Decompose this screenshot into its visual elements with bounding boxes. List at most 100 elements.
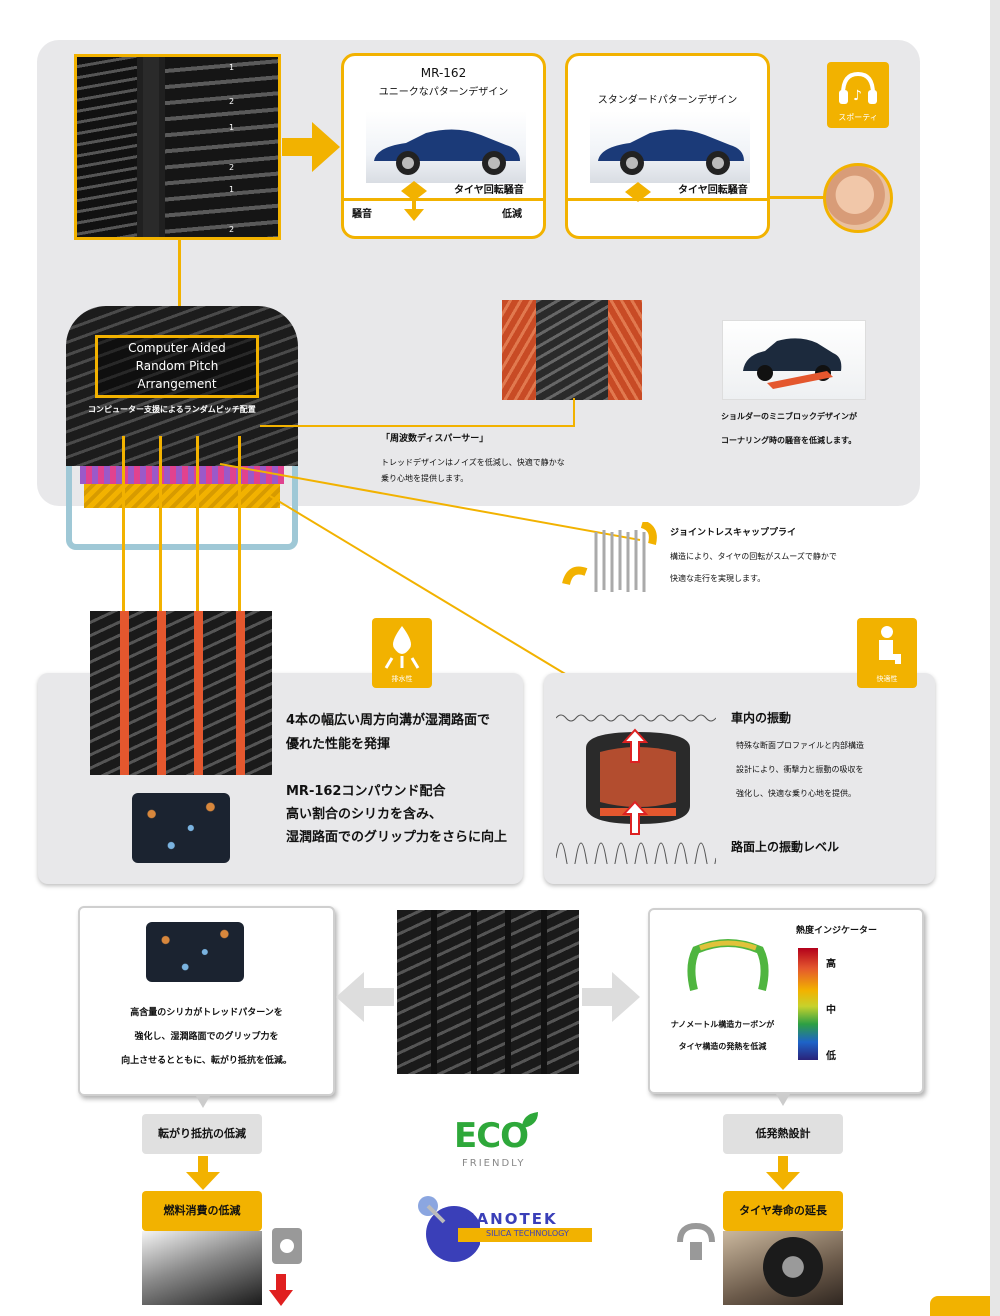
eco-logo-sub: FRIENDLY <box>462 1158 526 1169</box>
noise-label: 騒音 <box>352 209 372 220</box>
cap-ply-title: ジョイントレスキャッププライ <box>670 528 797 538</box>
tire-life-tag: タイヤ寿命の延長 <box>723 1191 843 1231</box>
heat-high-label: 高 <box>826 959 836 970</box>
connector-line <box>196 472 199 612</box>
pitch-label: 2 <box>229 225 235 234</box>
arrow-up-icon <box>622 728 648 763</box>
groove-marker <box>122 436 125 472</box>
shoulder-line2: コーナリング時の騒音を低減します。 <box>721 436 857 445</box>
tire-life-image <box>723 1231 843 1305</box>
compound-line1: 高い割合のシリカを含み、 <box>286 807 443 822</box>
random-pitch-caption: コンピューター支援によるランダムピッチ配置 <box>88 405 256 414</box>
arrow-left-icon <box>336 972 394 1022</box>
pitch-label: 1 <box>229 63 235 72</box>
car-image <box>366 111 526 183</box>
noise-arrows-icon <box>401 181 427 221</box>
silica-line3: 向上させるとともに、転がり抵抗を低減。 <box>121 1056 292 1066</box>
random-pitch-line3: Arrangement <box>137 377 217 391</box>
mr162-title: MR-162 <box>420 66 467 80</box>
groove-marker <box>196 436 199 472</box>
arrow-right-icon <box>282 122 340 172</box>
cabin-wave-icon <box>556 714 716 722</box>
disperser-line2: 乗り心地を提供します。 <box>381 474 469 483</box>
pitch-label: 1 <box>229 185 235 194</box>
arrow-down-icon <box>186 1156 220 1190</box>
molecule-icon <box>418 1196 480 1262</box>
pitch-label: 1 <box>229 123 235 132</box>
noise-arrows-icon <box>625 182 651 202</box>
disperser-line1: トレッドデザインはノイズを低減し、快適で静かな <box>381 458 565 467</box>
comfort-badge-label: 快適性 <box>876 675 898 683</box>
silica-line1: 高含量のシリカがトレッドパターンを <box>130 1008 283 1018</box>
nanotek-logo-word: NANOTEK <box>462 1210 558 1228</box>
rolling-resistance-tag: 転がり抵抗の低減 <box>142 1114 262 1154</box>
tire-cross-section-image <box>66 306 298 550</box>
pitch-label: 2 <box>229 97 235 106</box>
fuel-can-icon <box>269 1228 302 1306</box>
cap-ply-spring-image <box>562 522 657 592</box>
headphones-icon: ♪ <box>839 71 877 104</box>
silica-card: 高含量のシリカがトレッドパターンを 強化し、湿潤路面でのグリップ力を 向上させる… <box>78 906 335 1096</box>
connector-line <box>238 472 241 612</box>
connector-line <box>159 472 162 612</box>
cap-ply-line1: 構造により、タイヤの回転がスムーズで静かで <box>670 552 837 561</box>
cap-ply-line2: 快適な走行を実現します。 <box>670 574 766 583</box>
comfort-desc1: 特殊な断面プロファイルと内部構造 <box>736 741 864 750</box>
leaf-icon <box>522 1112 538 1128</box>
heat-section-image <box>687 939 769 991</box>
car-image <box>590 111 750 183</box>
compound-title: MR-162コンパウンド配合 <box>286 784 446 799</box>
silica-compound-image <box>132 793 230 863</box>
connector-line <box>770 196 826 199</box>
heat-line2: タイヤ構造の発熱を低減 <box>678 1042 767 1051</box>
silica-line2: 強化し、湿潤路面でのグリップ力を <box>134 1032 279 1042</box>
recycle-wrench-icon <box>677 1222 715 1260</box>
right-edge-bar <box>990 0 1000 1316</box>
heat-mid-label: 中 <box>826 1005 836 1016</box>
comfort-desc3: 強化し、快適な乗り心地を提供。 <box>736 789 856 798</box>
groove-marker <box>238 436 241 472</box>
nanotek-logo-sub: SILICA TECHNOLOGY <box>486 1229 569 1238</box>
arrow-down-icon <box>766 1156 800 1190</box>
random-pitch-line1: Computer Aided <box>128 341 226 355</box>
standard-noise-box: スタンダードパターンデザイン タイヤ回転騒音 <box>565 53 770 239</box>
connector-line <box>122 472 125 612</box>
heat-line1: ナノメートル構造カーボンが <box>670 1020 775 1029</box>
tread-pitch-image: 1 2 1 2 1 2 <box>74 54 281 240</box>
disperser-title: 「周波数ディスパーサー」 <box>381 434 489 444</box>
road-vibration-label: 路面上の振動レベル <box>731 840 840 854</box>
standard-subtitle: スタンダードパターンデザイン <box>597 95 738 106</box>
fuel-pump-image <box>142 1231 262 1305</box>
road-wave-icon <box>556 842 716 864</box>
wet-line2: 優れた性能を発揮 <box>286 737 391 752</box>
nanotek-logo: NANOTEK SILICA TECHNOLOGY <box>410 1190 600 1266</box>
connector-line <box>260 398 575 427</box>
seat-icon <box>879 626 901 664</box>
cornering-car-image <box>722 320 866 400</box>
mr162-noise-box: MR-162 ユニークなパターンデザイン タイヤ回転騒音 騒音 低減 <box>341 53 546 239</box>
sporty-badge-label: スポーティ <box>838 113 878 122</box>
arrow-right-icon <box>582 972 640 1022</box>
drainage-badge: 排水性 <box>372 618 432 688</box>
arrow-up-icon <box>622 800 648 835</box>
drainage-badge-label: 排水性 <box>391 675 413 683</box>
connector-line <box>178 240 181 336</box>
comfort-desc2: 設計により、衝撃力と振動の吸収を <box>736 765 864 774</box>
fuel-reduction-tag: 燃料消費の低減 <box>142 1191 262 1231</box>
disperser-tread-image <box>502 300 642 400</box>
silica-compound-image <box>146 922 244 982</box>
wet-tread-image <box>90 611 272 775</box>
standard-noise-label: タイヤ回転騒音 <box>678 185 748 196</box>
water-drop-icon <box>384 626 420 669</box>
arrow-down-icon <box>196 1096 210 1108</box>
center-tread-image <box>397 910 579 1074</box>
low-heat-tag: 低発熱設計 <box>723 1114 843 1154</box>
mr162-noise-label: タイヤ回転騒音 <box>454 185 524 196</box>
pitch-label: 2 <box>229 163 235 172</box>
random-pitch-box: Computer Aided Random Pitch Arrangement <box>95 335 259 398</box>
cabin-vibration-label: 車内の振動 <box>731 711 792 725</box>
heat-low-label: 低 <box>826 1051 836 1062</box>
sporty-badge: ♪ スポーティ <box>827 62 889 128</box>
svg-text:♪: ♪ <box>853 88 862 104</box>
wet-line1: 4本の幅広い周方向溝が湿潤路面で <box>286 713 491 728</box>
